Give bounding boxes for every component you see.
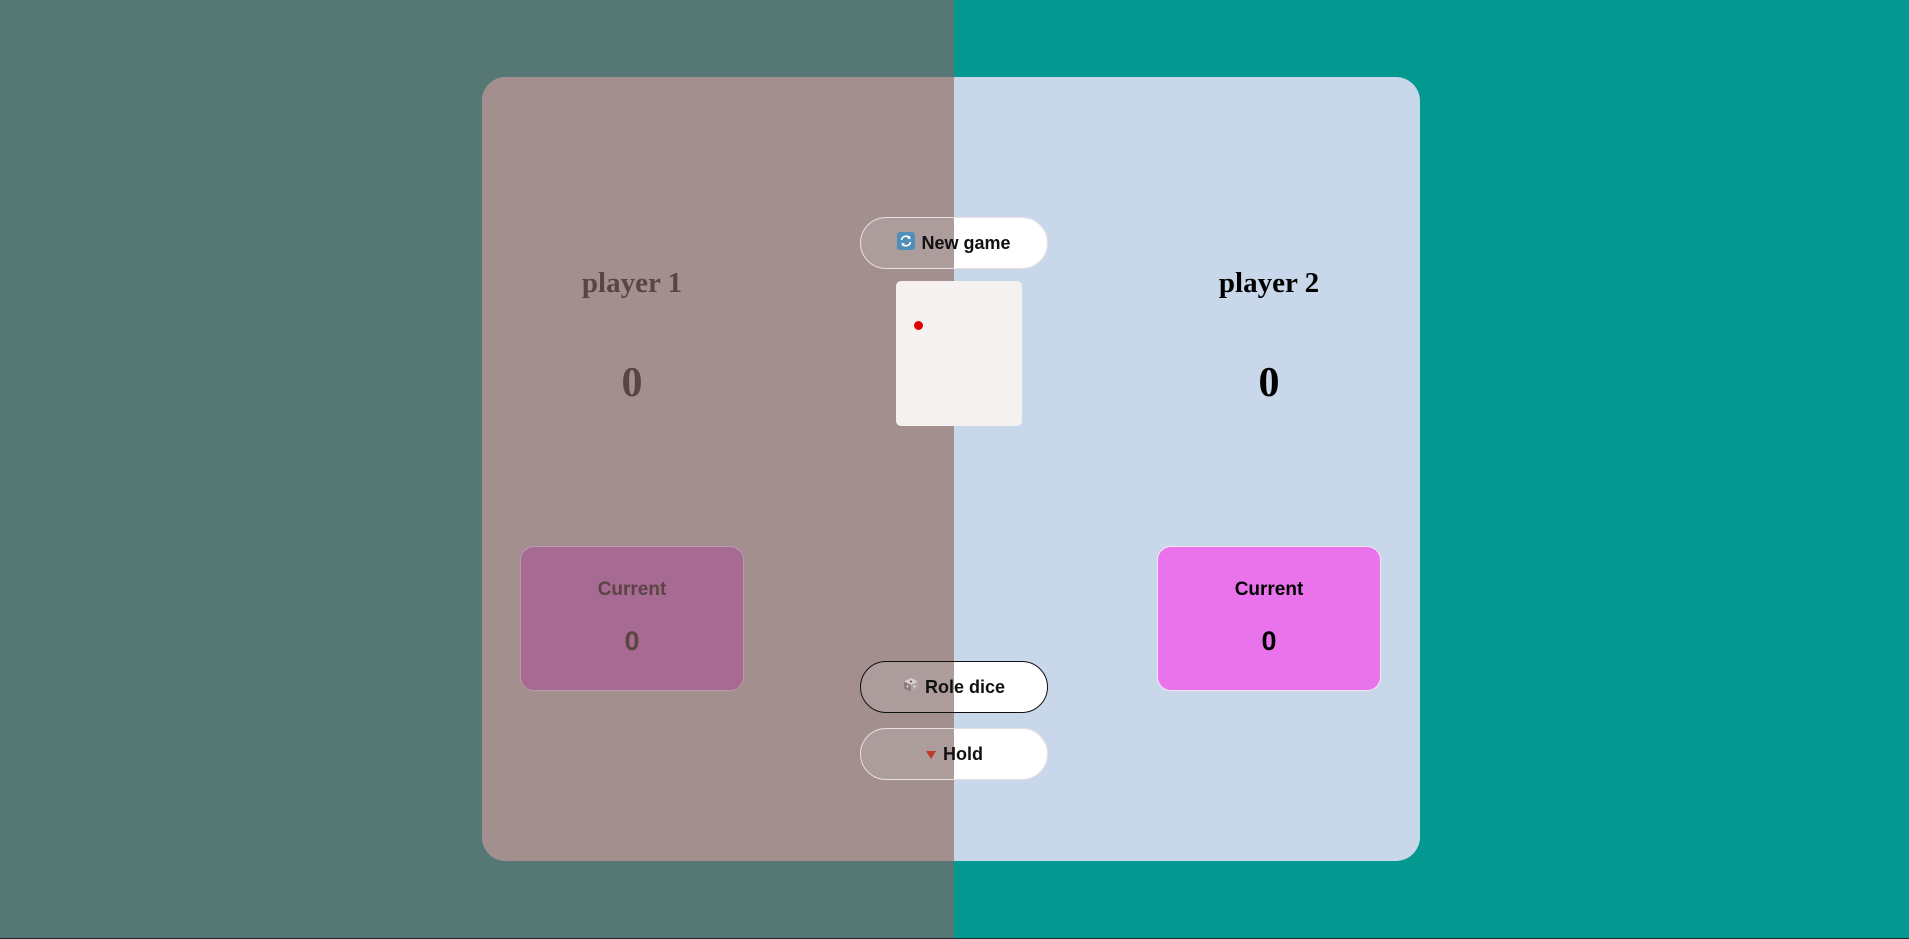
dice-pip: [914, 321, 923, 330]
player-1-current-box: Current 0: [520, 546, 744, 691]
refresh-icon: [897, 231, 916, 255]
roll-dice-label: Role dice: [924, 676, 1006, 697]
game-board: player 1 0 Current 0 player 2 0 Current …: [482, 77, 1420, 861]
player-2-score: 0: [1258, 360, 1280, 406]
player-1-name: player 1: [581, 267, 683, 299]
player-1-current-label: Current: [597, 579, 667, 600]
player-1-current-value: 0: [624, 626, 640, 656]
player-2-name: player 2: [1218, 267, 1320, 299]
dice-icon: [903, 677, 919, 698]
down-triangle-icon: [925, 744, 937, 765]
player-2-current-box: Current 0: [1157, 546, 1381, 691]
dice: [896, 281, 1022, 426]
player-2-current-value: 0: [1261, 626, 1277, 656]
hold-button[interactable]: Hold: [860, 728, 1048, 780]
hold-label: Hold: [943, 743, 983, 764]
player-2-current-label: Current: [1234, 579, 1304, 600]
roll-dice-button[interactable]: Role dice: [860, 661, 1048, 713]
new-game-button[interactable]: New game: [860, 217, 1048, 269]
new-game-label: New game: [921, 232, 1011, 253]
player-1-score: 0: [621, 360, 643, 406]
